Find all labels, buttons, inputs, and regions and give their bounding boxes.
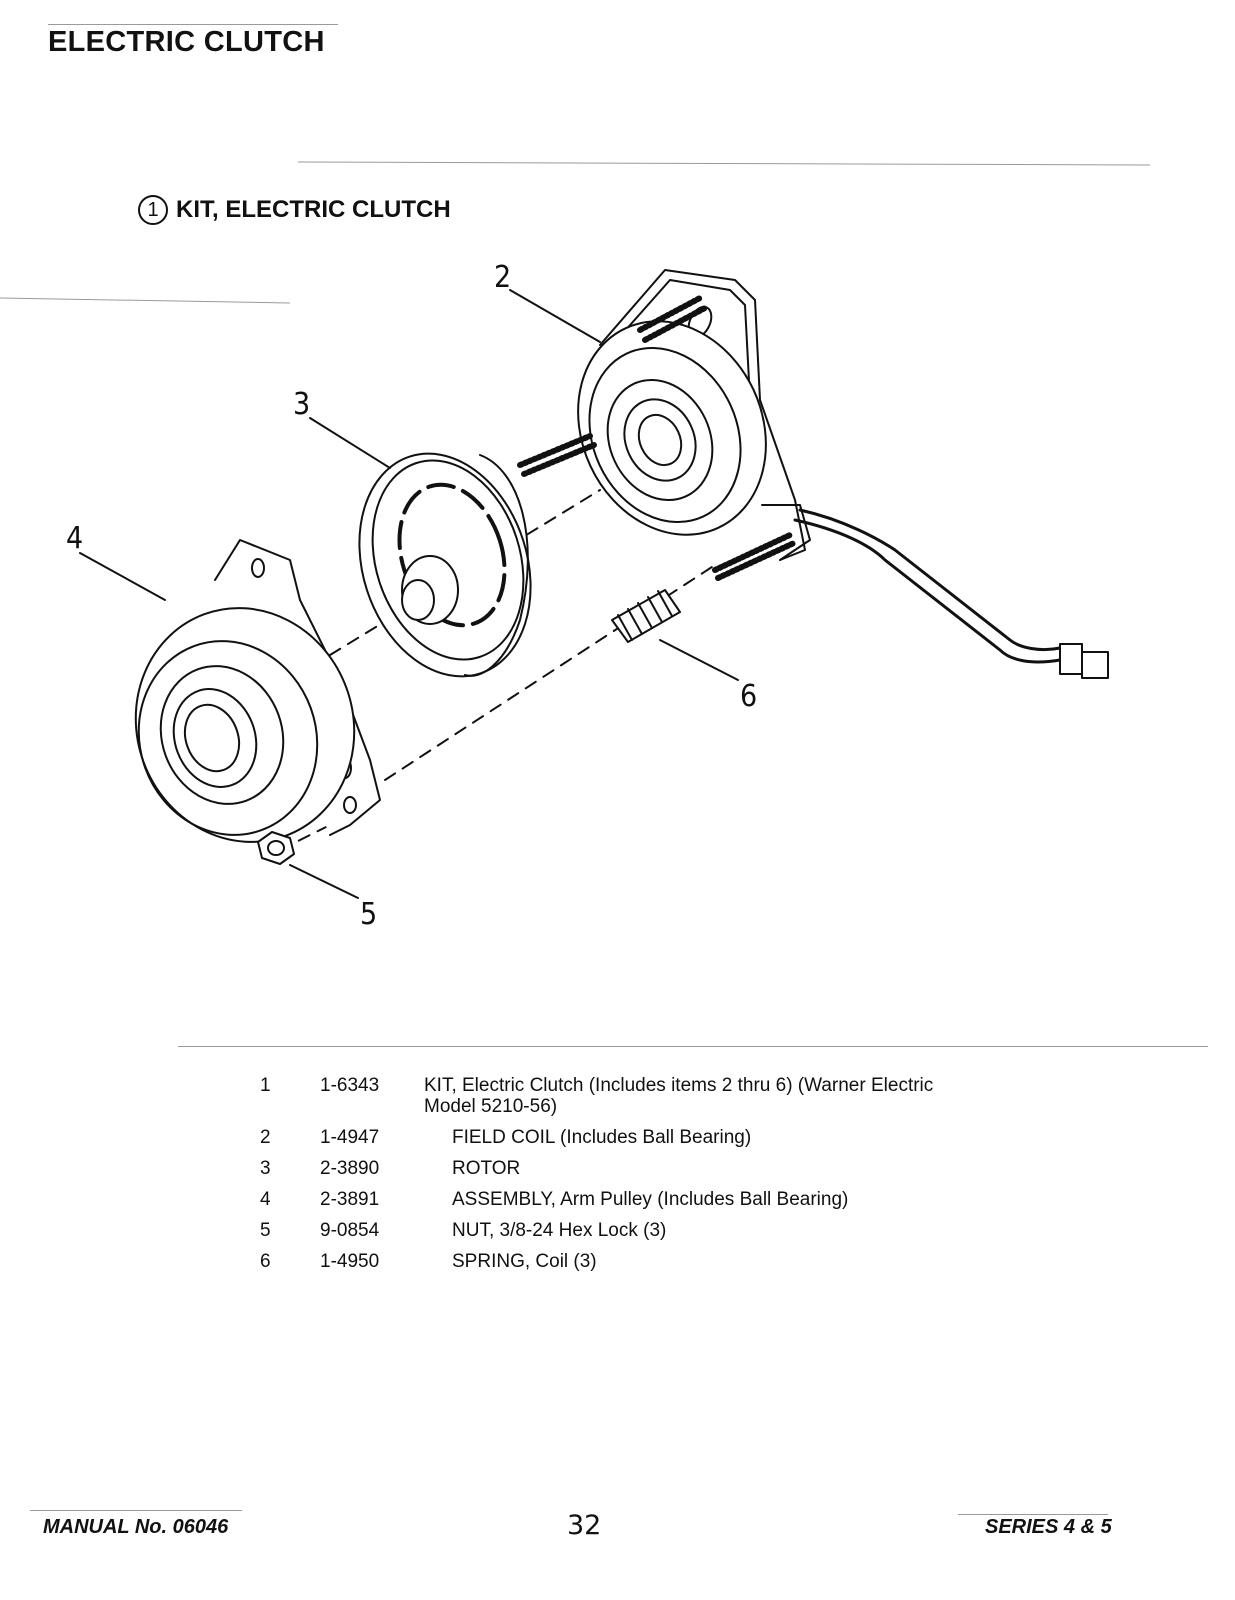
table-row: 2 1-4947 FIELD COIL (Includes Ball Beari… — [260, 1127, 980, 1158]
callout-2: 2 — [494, 260, 511, 295]
kit-heading: 1 KIT, ELECTRIC CLUTCH — [138, 195, 451, 225]
item-number: 6 — [260, 1251, 271, 1272]
hex-nut-drawing — [257, 831, 295, 865]
table-row: 5 9-0854 NUT, 3/8-24 Hex Lock (3) — [260, 1220, 980, 1251]
callout-leaders — [79, 289, 739, 899]
part-number: 1-6343 — [320, 1075, 380, 1096]
part-description: ROTOR — [452, 1158, 521, 1179]
item-number: 5 — [260, 1220, 271, 1241]
callout-3: 3 — [293, 387, 310, 422]
parts-list-table: 1 1-6343 KIT, Electric Clutch (Includes … — [260, 1075, 980, 1282]
item-number: 4 — [260, 1189, 271, 1210]
footer-left-rule — [30, 1510, 242, 1511]
table-row: 4 2-3891 ASSEMBLY, Arm Pulley (Includes … — [260, 1189, 980, 1220]
item-number: 1 — [260, 1075, 271, 1096]
footer-right-rule — [958, 1514, 1108, 1515]
item-number: 2 — [260, 1127, 271, 1148]
parts-list-rule — [178, 1046, 1208, 1047]
part-description: FIELD COIL (Includes Ball Bearing) — [452, 1127, 752, 1148]
page-title: ELECTRIC CLUTCH — [48, 26, 325, 58]
field-coil-drawing — [517, 269, 1109, 679]
part-number: 1-4947 — [320, 1127, 380, 1148]
coil-spring-drawing — [611, 589, 681, 643]
part-description: ASSEMBLY, Arm Pulley (Includes Ball Bear… — [452, 1189, 849, 1210]
table-row: 1 1-6343 KIT, Electric Clutch (Includes … — [260, 1075, 980, 1127]
part-number: 9-0854 — [320, 1220, 380, 1241]
manual-number: MANUAL No. 06046 — [43, 1516, 229, 1538]
rotor-drawing — [358, 452, 532, 678]
kit-number-badge: 1 — [138, 195, 168, 225]
part-description: KIT, Electric Clutch (Includes items 2 t… — [424, 1075, 934, 1117]
callout-6: 6 — [740, 679, 757, 714]
part-description: SPRING, Coil (3) — [452, 1251, 597, 1272]
table-row: 3 2-3890 ROTOR — [260, 1158, 980, 1189]
part-description: NUT, 3/8-24 Hex Lock (3) — [452, 1220, 667, 1241]
title-rule — [48, 24, 338, 25]
part-number: 2-3891 — [320, 1189, 380, 1210]
table-row: 6 1-4950 SPRING, Coil (3) — [260, 1251, 980, 1282]
arm-pulley-drawing — [134, 539, 381, 843]
kit-heading-label: KIT, ELECTRIC CLUTCH — [176, 196, 451, 223]
series-label: SERIES 4 & 5 — [985, 1516, 1112, 1538]
exploded-view-diagram: 2 3 4 5 6 — [66, 260, 1109, 932]
callout-5: 5 — [360, 897, 377, 932]
part-number: 1-4950 — [320, 1251, 380, 1272]
part-number: 2-3890 — [320, 1158, 380, 1179]
divider-rule — [298, 161, 1150, 166]
page-number: 32 — [567, 1510, 602, 1541]
item-number: 3 — [260, 1158, 271, 1179]
callout-4: 4 — [66, 521, 83, 556]
